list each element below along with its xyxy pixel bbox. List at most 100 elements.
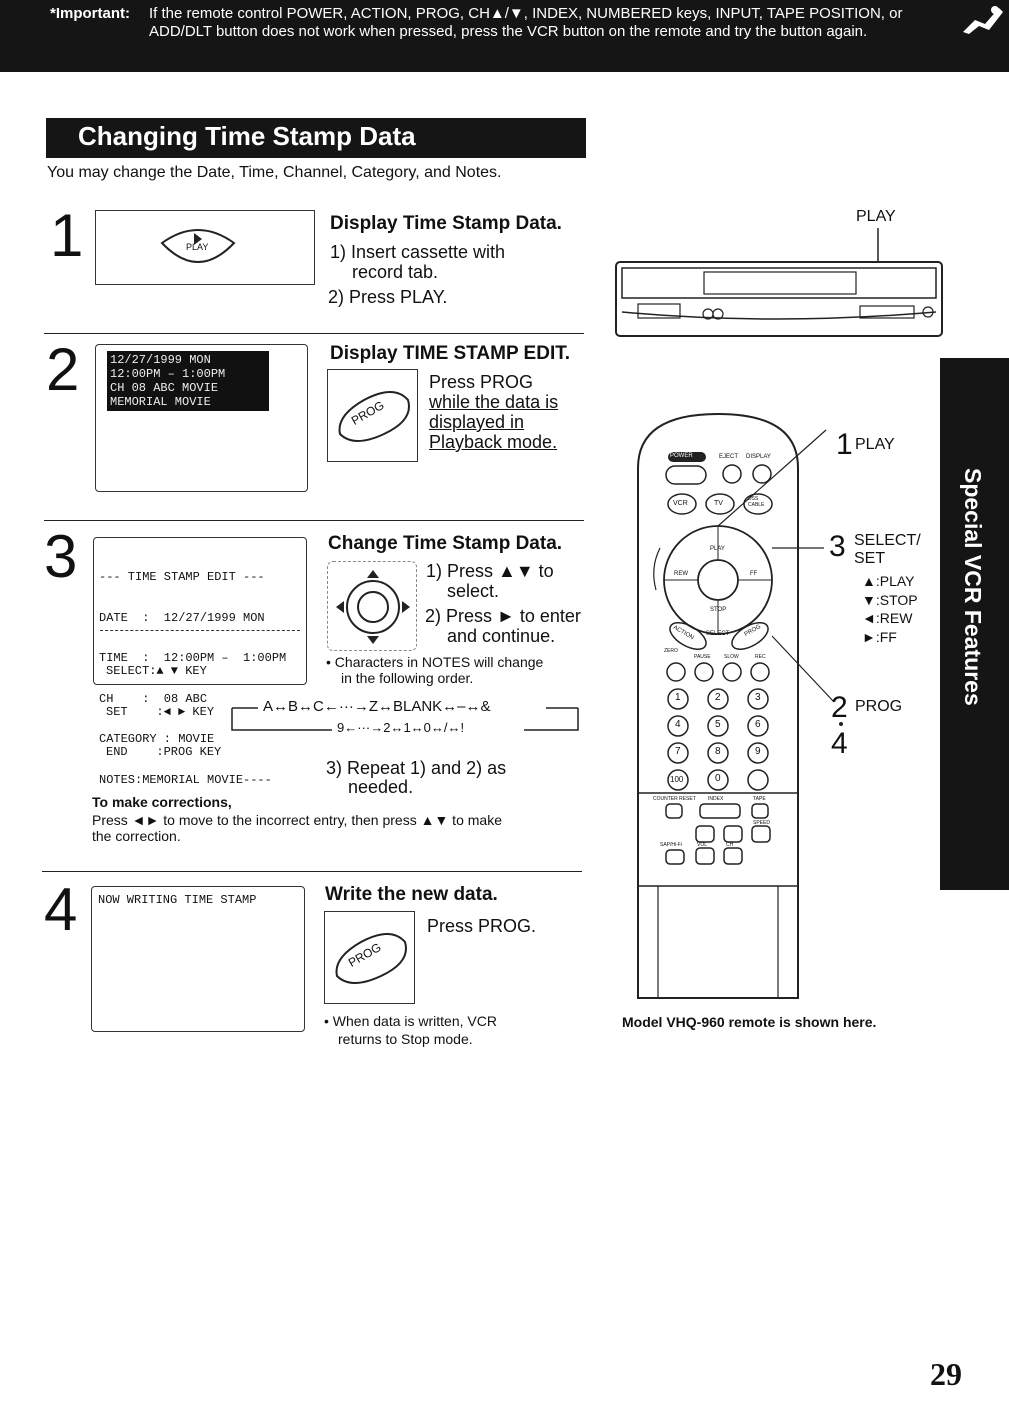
remote-callout-3-rew: ◄:REW [862,610,913,626]
lcd-line: 12:00PM – 1:00PM [110,367,226,381]
corrections-title: To make corrections, [92,794,232,810]
remote-callout-3-label-a: SELECT/ [854,532,921,549]
character-sequence-row1: A↔B↔C←···→Z↔BLANK↔–↔& [263,698,491,715]
key-line: SET :◄ ► KEY [106,704,215,719]
remote-digit-key: 7 [675,746,681,757]
step2-text-1: Press PROG [429,372,534,392]
section-intro: You may change the Date, Time, Channel, … [47,164,502,181]
remote-tv-key: TV [714,500,723,507]
vcr-illustration [615,228,943,337]
step2-lcd: 12/27/1999 MON 12:00PM – 1:00PM CH 08 AB… [107,351,269,411]
step1-line2: 2) Press PLAY. [328,287,448,307]
step3-line2a: 2) Press ► to enter [425,606,581,626]
remote-slow-key: SLOW [724,654,739,660]
remote-digit-key: 5 [715,719,721,730]
screen-line: DATE : 12/27/1999 MON [99,610,265,625]
prog-button-icon [338,391,410,442]
play-button-label: PLAY [186,242,209,252]
remote-saphifi-key: SAP/Hi-Fi [660,842,682,848]
remote-display-key: DISPLAY [746,454,771,460]
remote-callout-3-ff: ►:FF [862,629,897,645]
remote-rew-key: REW [674,571,688,577]
remote-counter-reset-key: COUNTER RESET [653,796,696,802]
step4-text: Press PROG. [427,916,537,936]
side-tab-label: Special VCR Features [960,468,986,706]
remote-callout-4-number: 4 [831,727,848,760]
remote-100-key: 100 [670,775,684,784]
divider [44,333,584,334]
step1-line1: 1) Insert cassette with [330,242,506,262]
step3-line1a: 1) Press ▲▼ to [426,561,554,581]
step1-number: 1 [50,202,84,269]
remote-digit-key: 4 [675,719,681,730]
screen-line: --- TIME STAMP EDIT --- [99,570,265,584]
remote-0-key: 0 [715,773,721,784]
remote-callout-1-number: 1 [836,428,853,461]
section-title-bar: Changing Time Stamp Data [46,118,586,158]
play-button-icon [160,229,236,263]
satellite-logo-icon [963,6,1003,34]
key-line: END :PROG KEY [106,745,222,759]
prog-button-icon [335,933,407,984]
screen-line: NOTES:MEMORIAL MOVIE---- [99,772,272,787]
remote-vcr-key: VCR [673,500,688,507]
step3-line2b: and continue. [447,626,556,646]
screen-line: CATEGORY : MOVIE [99,732,215,746]
remote-digit-key: 9 [755,746,761,757]
step2-text-2: while the data is [429,392,559,412]
remote-dss-key: DSS CABLE [748,496,765,508]
remote-digit-key: 1 [675,692,681,703]
remote-caption: Model VHQ-960 remote is shown here. [622,1014,877,1030]
step1-line1b: record tab. [352,262,439,282]
remote-digit-key: 6 [755,719,761,730]
important-banner: *Important: If the remote control POWER,… [0,0,1009,72]
remote-vol-key: VOL [697,842,708,848]
corrections-text-b: the correction. [92,828,181,844]
step3-line1b: select. [447,581,500,601]
section-title: Changing Time Stamp Data [78,121,416,151]
step4-number: 4 [44,876,78,943]
screen-divider [100,630,300,631]
divider [44,520,584,521]
remote-digit-key: 2 [715,692,721,703]
step2-tv-screen: 12/27/1999 MON 12:00PM – 1:00PM CH 08 AB… [95,344,308,492]
step3-line3a: 3) Repeat 1) and 2) as [326,758,507,778]
callout-dot [839,722,843,726]
step3-heading: Change Time Stamp Data. [328,533,563,554]
remote-callout-3-number: 3 [829,530,846,563]
remote-digit-key: 3 [755,692,761,703]
remote-eject-key: EJECT [719,454,739,460]
important-label: *Important: [50,5,130,22]
step3-key-list: SELECT:▲ ▼ KEY SET :◄ ► KEY END :PROG KE… [106,638,221,787]
remote-illustration [637,412,835,999]
remote-pause-key: PAUSE [694,654,711,660]
remote-callout-2-number: 2 [831,691,848,724]
remote-ff-key: FF [750,571,758,577]
lcd-line: CH 08 ABC MOVIE [110,381,219,395]
remote-stop-key: STOP [710,607,727,613]
page-number: 29 [930,1356,962,1392]
lcd-line: MEMORIAL MOVIE [110,395,211,409]
remote-speed-key: SPEED [753,820,770,826]
key-line: SELECT:▲ ▼ KEY [106,664,207,678]
step4-tv-screen: NOW WRITING TIME STAMP [91,886,305,1032]
step1-illustration: PLAY [95,210,315,285]
remote-select-key: SELECT [706,631,730,637]
step3-dpad-illustration [327,561,417,651]
screen-line: CH : 08 ABC [99,691,208,706]
remote-rec-key: REC [755,654,766,660]
remote-callout-1-label: PLAY [855,436,895,453]
step3-number: 3 [44,523,78,590]
step2-number: 2 [46,336,80,403]
step2-text-3: displayed in [429,412,525,432]
divider [42,871,582,872]
remote-ch-key: CH [726,842,734,848]
character-sequence-row2: 9←···→2↔1↔0↔/↔! [337,720,465,735]
remote-callout-3-stop: ▼:STOP [862,592,918,608]
step3-line3b: needed. [348,777,414,797]
character-sequence-loop [231,707,579,731]
step4-heading: Write the new data. [325,884,498,905]
step4-bullet-a: • When data is written, VCR [324,1013,497,1029]
important-text: If the remote control POWER, ACTION, PRO… [149,5,903,40]
step3-tv-screen: --- TIME STAMP EDIT --- DATE : 12/27/199… [93,537,307,786]
